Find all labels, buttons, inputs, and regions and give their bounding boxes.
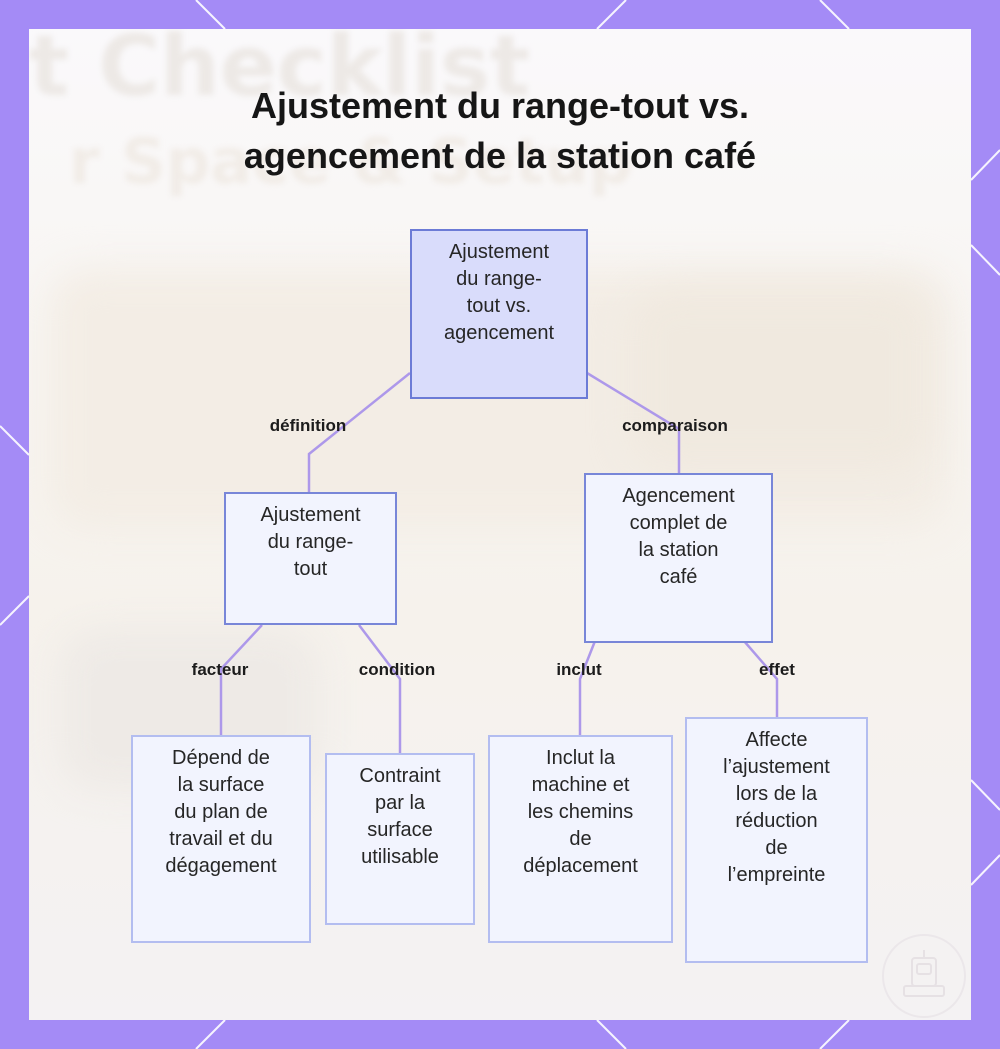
node-text-line: Affecte [723, 727, 830, 754]
edge-fit-surface [221, 625, 262, 735]
node-constrained[interactable]: Contraint par la surface utilisable [325, 753, 475, 925]
node-fit[interactable]: Ajustement du range- tout [224, 492, 397, 625]
node-root[interactable]: Ajustement du range- tout vs. agencement [410, 229, 588, 399]
node-text-line: déplacement [523, 853, 638, 880]
node-layout[interactable]: Agencement complet de la station café [584, 473, 773, 643]
node-text-line: lors de la [723, 781, 830, 808]
node-text-line: agencement [444, 320, 554, 347]
node-includes[interactable]: Inclut la machine et les chemins de dépl… [488, 735, 673, 943]
node-text-line: la surface [165, 772, 276, 799]
node-text-line: du range- [444, 266, 554, 293]
node-text-line: Contraint [359, 763, 440, 790]
node-text-line: Ajustement [444, 239, 554, 266]
node-text-line: de [723, 835, 830, 862]
node-text-line: surface [359, 817, 440, 844]
node-text-line: travail et du [165, 826, 276, 853]
node-text-line: tout [260, 556, 360, 583]
node-text-line: la station [622, 537, 734, 564]
node-surface[interactable]: Dépend de la surface du plan de travail … [131, 735, 311, 943]
edge-label-definition: définition [270, 416, 346, 436]
edge-label-effect: effet [759, 660, 795, 680]
node-text-line: Agencement [622, 483, 734, 510]
edge-fit-constrained [359, 625, 400, 753]
node-text-line: Dépend de [165, 745, 276, 772]
node-text-line: complet de [622, 510, 734, 537]
node-text-line: tout vs. [444, 293, 554, 320]
edge-label-comparison: comparaison [622, 416, 728, 436]
node-text-line: Inclut la [523, 745, 638, 772]
edge-label-condition: condition [359, 660, 435, 680]
node-text-line: machine et [523, 772, 638, 799]
node-affects-text: Affecte l’ajustement lors de la réductio… [723, 727, 830, 889]
node-text-line: du plan de [165, 799, 276, 826]
node-text-line: de [523, 826, 638, 853]
node-surface-text: Dépend de la surface du plan de travail … [165, 745, 276, 880]
node-text-line: Ajustement [260, 502, 360, 529]
edge-layout-includes [580, 641, 595, 735]
node-text-line: les chemins [523, 799, 638, 826]
node-text-line: l’ajustement [723, 754, 830, 781]
node-text-line: du range- [260, 529, 360, 556]
node-fit-text: Ajustement du range- tout [260, 502, 360, 583]
diagram-panel: t Checklist r Space & Setup Ajustement d… [29, 29, 971, 1020]
node-root-text: Ajustement du range- tout vs. agencement [444, 239, 554, 347]
node-includes-text: Inclut la machine et les chemins de dépl… [523, 745, 638, 880]
node-text-line: réduction [723, 808, 830, 835]
node-text-line: dégagement [165, 853, 276, 880]
node-affects[interactable]: Affecte l’ajustement lors de la réductio… [685, 717, 868, 963]
node-text-line: l’empreinte [723, 862, 830, 889]
node-text-line: café [622, 564, 734, 591]
watermark-coffee-machine-icon [882, 934, 966, 1018]
node-constrained-text: Contraint par la surface utilisable [359, 763, 440, 871]
node-text-line: par la [359, 790, 440, 817]
edge-label-includes: inclut [556, 660, 601, 680]
node-layout-text: Agencement complet de la station café [622, 483, 734, 591]
edge-label-factor: facteur [192, 660, 249, 680]
node-text-line: utilisable [359, 844, 440, 871]
